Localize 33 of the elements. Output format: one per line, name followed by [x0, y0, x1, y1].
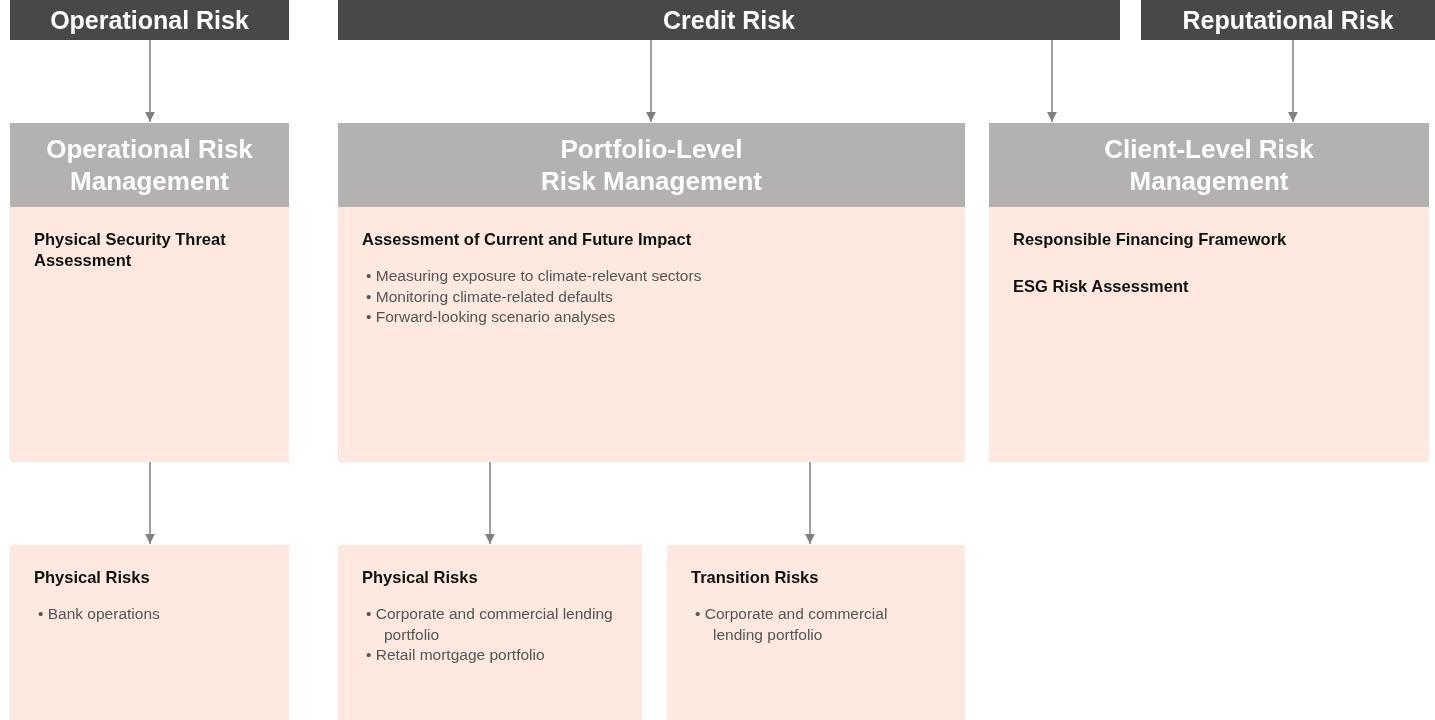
arrow	[485, 461, 495, 545]
arrow	[145, 461, 155, 545]
bullet-item: • Retail mortgage portfolio	[365, 644, 546, 665]
item-heading: Physical Security Threat Assessment	[34, 229, 227, 272]
risk-box	[667, 545, 965, 720]
item-heading: Transition Risks	[691, 567, 820, 588]
bullet-item: • Forward-looking scenario analyses	[365, 306, 617, 327]
item-heading: Responsible Financing Framework	[1013, 229, 1288, 250]
arrow	[1288, 39, 1298, 123]
arrow	[805, 461, 815, 545]
bullet-item: • Bank operations	[37, 604, 161, 625]
panel-title: Operational Risk Management	[45, 132, 254, 198]
risk-box	[10, 545, 289, 720]
item-heading: Physical Risks	[34, 567, 151, 588]
risk-management-panel	[10, 123, 289, 462]
panel-title: Portfolio-Level Risk Management	[539, 132, 764, 198]
arrow	[1047, 39, 1057, 123]
risk-management-panel	[338, 123, 965, 462]
bullet-item: • Corporate and commercial lending portfolio	[694, 604, 889, 645]
risk-category-bar: Operational Risk	[10, 0, 289, 40]
bullet-item: • Measuring exposure to climate-relevant sectors	[365, 266, 703, 287]
risk-category-bar: Credit Risk	[338, 0, 1120, 40]
item-heading: Assessment of Current and Future Impact	[362, 229, 693, 250]
arrow	[145, 39, 155, 123]
bullet-item: • Corporate and commercial lending portfolio	[365, 604, 614, 645]
risk-category-bar: Reputational Risk	[1141, 0, 1435, 40]
item-heading: Physical Risks	[362, 567, 479, 588]
arrow	[646, 39, 656, 123]
bullet-item: • Monitoring climate-related defaults	[365, 286, 614, 307]
risk-box	[338, 545, 642, 720]
panel-title: Client-Level Risk Management	[1103, 132, 1315, 198]
item-heading: ESG Risk Assessment	[1013, 276, 1190, 298]
risk-management-panel	[989, 123, 1429, 462]
